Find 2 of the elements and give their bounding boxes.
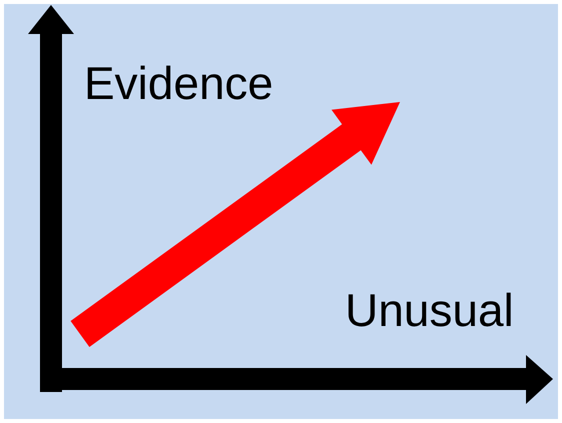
axis-label: Unusual	[345, 287, 514, 333]
axis-label: Evidence	[84, 60, 274, 106]
